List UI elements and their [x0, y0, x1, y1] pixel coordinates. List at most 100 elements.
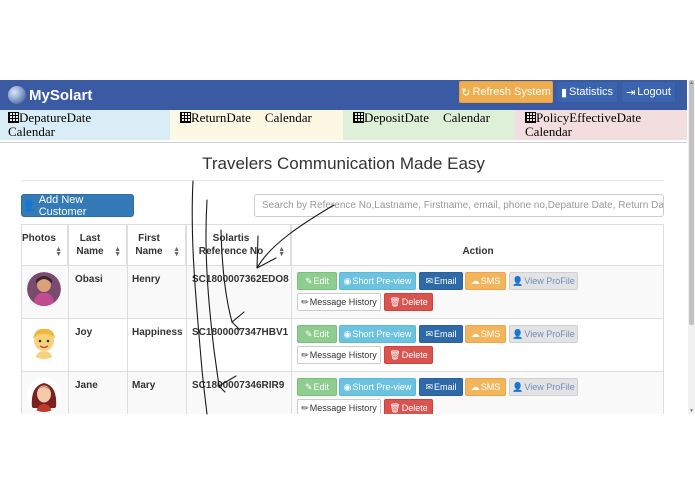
view-profile-button[interactable]: 👤View ProFile	[509, 272, 578, 290]
pencil-icon: ✏	[301, 402, 309, 413]
message-history-button[interactable]: ✏Message History	[297, 293, 381, 311]
header-action-label: Action	[462, 246, 494, 257]
eye-icon: ◉	[343, 381, 352, 392]
edit-label: Edit	[313, 382, 330, 392]
reference-no: SC1800007346RIR9	[192, 380, 285, 391]
message-history-button[interactable]: ✏Message History	[297, 399, 381, 414]
policy-effective-date-filter[interactable]: PolicyEffectiveDate Calendar	[515, 110, 687, 140]
statistics-label: Statistics	[569, 86, 614, 98]
column-divider	[68, 225, 69, 414]
edit-icon: ✎	[304, 381, 313, 392]
calendar-icon	[525, 112, 536, 123]
email-label: Email	[434, 329, 457, 339]
scrollbar-thumb[interactable]	[689, 80, 694, 325]
user-icon: 👤	[512, 381, 524, 392]
sort-icon: ▲▼	[55, 246, 62, 258]
view-profile-button[interactable]: 👤View ProFile	[509, 325, 578, 343]
header-ref-label-2: Reference No	[198, 246, 264, 257]
sort-icon: ▲▼	[173, 246, 180, 258]
user-icon: 👤	[512, 328, 524, 339]
edit-label: Edit	[313, 276, 330, 286]
eye-icon: ◉	[343, 275, 352, 286]
edit-icon: ✎	[304, 328, 313, 339]
add-customer-label: Add New Customer	[38, 193, 87, 218]
scroll-up-arrow-icon[interactable]: ▲	[689, 80, 694, 86]
first-name: Mary	[132, 380, 156, 391]
top-navbar: MySolart ↻ Refresh System ▮ Statistics ⇥…	[0, 80, 687, 110]
header-photos[interactable]: Photos ▲▼	[22, 225, 68, 265]
envelope-icon: ✉	[425, 275, 434, 286]
short-preview-button[interactable]: ◉Short Pre-view	[339, 272, 416, 290]
short-preview-button[interactable]: ◉Short Pre-view	[339, 378, 416, 396]
cloud-icon: ☁	[470, 328, 480, 339]
user-icon: 👤	[22, 200, 36, 212]
refresh-label: Refresh System	[472, 86, 551, 98]
sms-label: SMS	[480, 276, 501, 286]
last-name: Obasi	[75, 274, 103, 285]
envelope-icon: ✉	[425, 381, 434, 392]
header-reference-no[interactable]: Solartis Reference No ▲▼	[186, 225, 291, 265]
eye-icon: ◉	[343, 328, 352, 339]
header-last-name[interactable]: Last Name ▲▼	[68, 225, 127, 265]
brand-name: MySolart	[29, 86, 93, 104]
header-first-label-2: Name	[135, 246, 163, 257]
logout-button[interactable]: ⇥ Logout	[621, 81, 676, 103]
sms-button[interactable]: ☁SMS	[465, 325, 506, 343]
short-preview-button[interactable]: ◉Short Pre-view	[339, 325, 416, 343]
header-ref-label-1: Solartis	[212, 233, 250, 244]
return-date-label: ReturnDate	[191, 110, 251, 125]
sort-icon: ▲▼	[278, 246, 285, 258]
edit-button[interactable]: ✎Edit	[297, 272, 337, 290]
edit-button[interactable]: ✎Edit	[297, 378, 337, 396]
trash-icon: 🗑	[389, 296, 401, 307]
first-name: Henry	[132, 274, 161, 285]
profile-label: View ProFile	[524, 382, 575, 392]
email-button[interactable]: ✉Email	[419, 378, 463, 396]
delete-button[interactable]: 🗑Delete	[384, 293, 433, 311]
edit-button[interactable]: ✎Edit	[297, 325, 337, 343]
brand-logo[interactable]: MySolart	[8, 84, 92, 106]
email-button[interactable]: ✉Email	[419, 325, 463, 343]
email-button[interactable]: ✉Email	[419, 272, 463, 290]
departure-date-label: DepatureDate	[19, 110, 92, 125]
refresh-system-button[interactable]: ↻ Refresh System	[459, 81, 553, 103]
search-input[interactable]	[254, 194, 664, 217]
delete-button[interactable]: 🗑Delete	[384, 399, 433, 414]
email-label: Email	[434, 276, 457, 286]
edit-label: Edit	[313, 329, 330, 339]
cloud-icon: ☁	[470, 381, 480, 392]
sms-button[interactable]: ☁SMS	[465, 378, 506, 396]
header-last-label-2: Name	[76, 246, 104, 257]
header-action: Action	[291, 225, 663, 265]
globe-icon	[8, 86, 26, 104]
logout-label: Logout	[637, 86, 671, 98]
message-history-button[interactable]: ✏Message History	[297, 346, 381, 364]
add-new-customer-button[interactable]: 👤 Add New Customer	[21, 193, 134, 218]
bar-chart-icon: ▮	[560, 86, 568, 99]
preview-label: Short Pre-view	[352, 329, 412, 339]
page-title: Travelers Communication Made Easy	[202, 154, 485, 173]
refresh-icon: ↻	[461, 86, 471, 99]
header-photos-label: Photos	[22, 233, 56, 244]
preview-label: Short Pre-view	[352, 382, 412, 392]
view-profile-button[interactable]: 👤View ProFile	[509, 378, 578, 396]
last-name: Joy	[75, 327, 93, 338]
table-row: Jane Mary SC1800007346RIR9 ✎Edit ◉Short …	[22, 371, 663, 414]
history-label: Message History	[309, 350, 377, 360]
reference-no: SC1800007347HBV1	[192, 327, 289, 338]
sms-button[interactable]: ☁SMS	[465, 272, 506, 290]
profile-label: View ProFile	[524, 276, 575, 286]
statistics-button[interactable]: ▮ Statistics	[556, 81, 618, 103]
header-first-name[interactable]: First Name ▲▼	[127, 225, 186, 265]
column-divider	[186, 225, 187, 414]
departure-date-filter[interactable]: DepatureDate Calendar	[0, 110, 170, 140]
envelope-icon: ✉	[425, 328, 434, 339]
departure-calendar-label: Calendar	[8, 124, 55, 139]
avatar	[27, 378, 61, 412]
delete-button[interactable]: 🗑Delete	[384, 346, 433, 364]
scroll-down-arrow-icon[interactable]: ▼	[689, 408, 694, 414]
column-divider	[291, 225, 292, 414]
